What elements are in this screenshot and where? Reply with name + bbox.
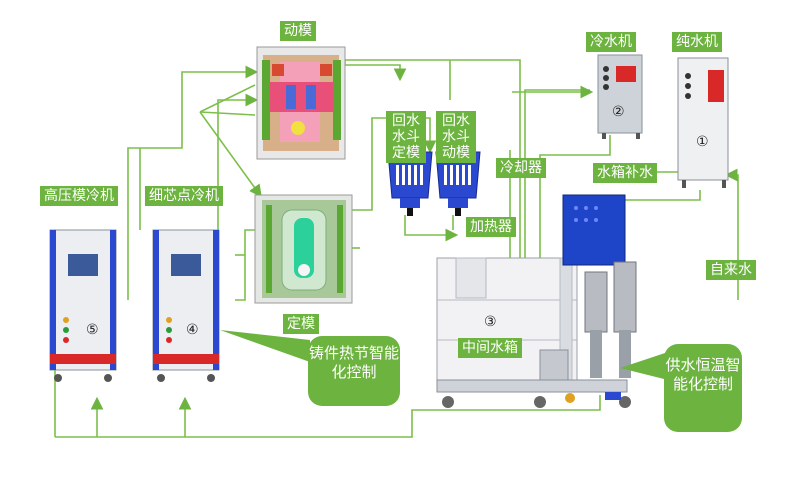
pure-water-unit-graphic xyxy=(677,57,729,188)
unit-number-chiller: ② xyxy=(612,104,625,120)
heater-label: 加热器 xyxy=(466,217,516,237)
cooler-label: 冷却器 xyxy=(496,158,546,178)
pure-water-unit-label: 纯水机 xyxy=(672,32,722,52)
high-pressure-mold-cooler-label: 高压模冷机 xyxy=(40,186,118,206)
spot-cooler-label: 细芯点冷机 xyxy=(145,186,223,206)
fixed-mold-label: 定模 xyxy=(283,314,319,334)
unit-number-pure-water: ① xyxy=(696,134,709,150)
moving-mold-graphic xyxy=(256,46,346,160)
casting-control-callout: 铸件热节智能化控制 xyxy=(308,336,400,406)
return-hopper-moving-label: 回水水斗动模 xyxy=(436,111,476,163)
unit-number-hp-cooler: ⑤ xyxy=(86,322,99,338)
chiller-unit-graphic xyxy=(597,54,643,139)
return-hopper-fixed-graphic xyxy=(387,151,433,216)
supply-control-callout: 供水恒温智能化控制 xyxy=(664,344,742,432)
intermediate-tank-label: 中间水箱 xyxy=(458,338,522,358)
unit-number-spot-cooler: ④ xyxy=(186,322,199,338)
moving-mold-label: 动模 xyxy=(280,21,316,41)
unit-number-tank: ③ xyxy=(484,314,497,330)
spot-cooler-graphic xyxy=(152,229,220,382)
intermediate-tank-graphic xyxy=(436,194,637,408)
tap-water-label: 自来水 xyxy=(706,260,756,280)
return-hopper-moving-graphic xyxy=(435,151,481,216)
fixed-mold-graphic xyxy=(254,194,353,304)
high-pressure-cooler-graphic xyxy=(49,229,117,382)
return-hopper-fixed-label: 回水水斗定模 xyxy=(386,111,426,163)
casting-callout-pointer xyxy=(220,330,310,362)
tank-makeup-label: 水箱补水 xyxy=(593,163,657,183)
supply-callout-pointer xyxy=(620,352,668,380)
chiller-label: 冷水机 xyxy=(586,32,636,52)
